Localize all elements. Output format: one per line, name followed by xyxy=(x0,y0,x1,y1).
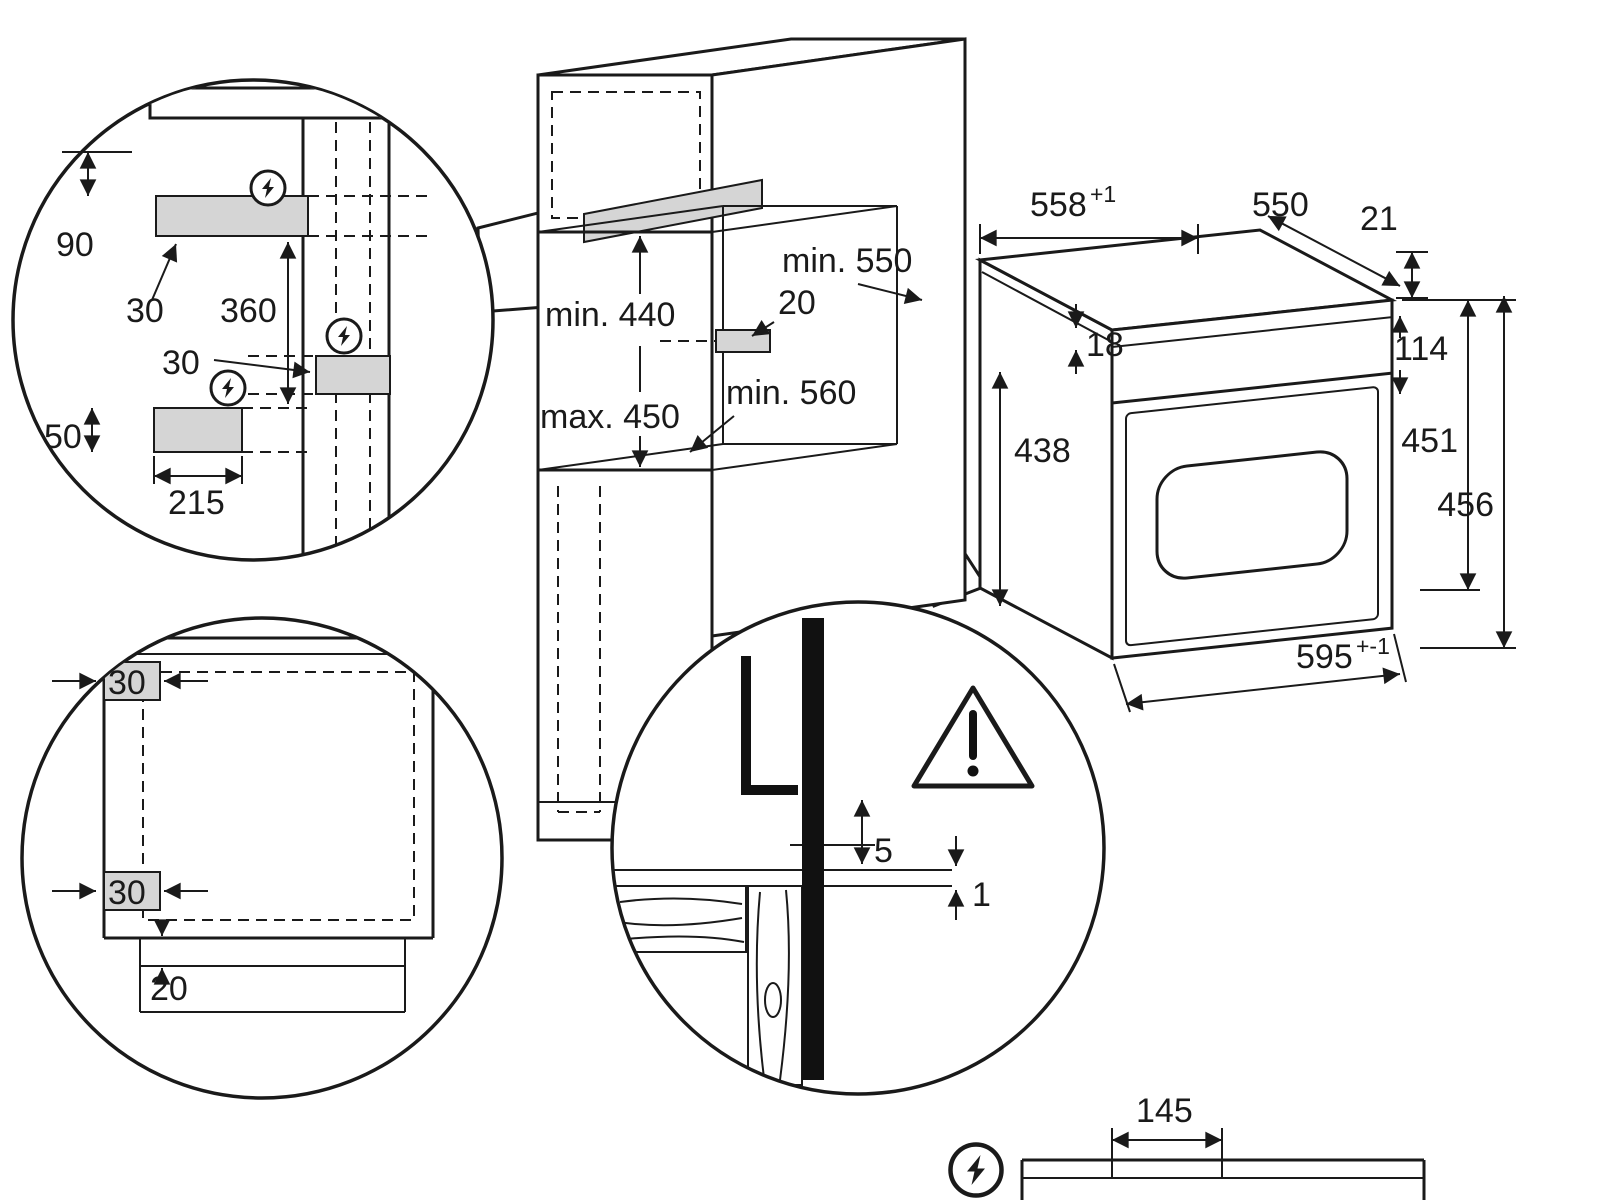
oven-isometric: 558 +1 550 21 18 114 438 451 456 xyxy=(974,181,1516,713)
detail-circle-outline xyxy=(20,616,504,1100)
warning-triangle-icon xyxy=(911,685,1035,789)
detail-wall-section: 90 30 360 30 50 215 xyxy=(11,78,495,562)
dim-114: 114 xyxy=(1394,330,1448,368)
dim-550: 550 xyxy=(1252,186,1309,224)
oven-front-face-group xyxy=(1110,298,1394,660)
niche-rear-strip xyxy=(715,329,771,353)
dim-595-tolerance: +-1 xyxy=(1356,633,1390,659)
niche xyxy=(537,205,898,472)
wood-shelf xyxy=(613,885,747,953)
detail-circle-outline xyxy=(610,600,1106,1096)
oven-frame-edge xyxy=(741,656,798,795)
hidden-cabinet-outline xyxy=(142,671,415,921)
cabinet-side-panel xyxy=(301,81,391,559)
dim-558-tolerance: +1 xyxy=(1090,181,1116,207)
dim-451: 451 xyxy=(1401,422,1458,460)
gap-section-drawing xyxy=(613,618,952,1086)
top-board xyxy=(148,86,437,120)
dim-438: 438 xyxy=(1014,432,1071,470)
dim-20-plan: 20 xyxy=(150,970,188,1008)
detail-plan-view: 30 30 20 xyxy=(20,616,504,1100)
dim-min-550: min. 550 xyxy=(782,242,912,280)
dim-5: 5 xyxy=(874,832,893,870)
spacer-batten-top xyxy=(103,661,161,701)
dim-595: 595 xyxy=(1296,638,1353,676)
plan-view-dimensions: 30 30 20 xyxy=(52,664,208,1008)
dim-30-plan-bottom: 30 xyxy=(108,874,146,912)
dim-145: 145 xyxy=(1136,1092,1193,1130)
detail-gap-section: 5 1 xyxy=(610,600,1106,1096)
cabinet-column: min. 550 20 min. 440 max. 450 min. 560 xyxy=(536,37,967,842)
dim-min-440: min. 440 xyxy=(545,296,675,334)
oven-door-window xyxy=(1155,450,1349,580)
dim-50: 50 xyxy=(44,418,82,456)
detail-circle-outline xyxy=(11,78,495,562)
dim-1: 1 xyxy=(972,876,991,914)
dim-18: 18 xyxy=(1086,326,1124,364)
electrical-zone-2 xyxy=(315,355,391,395)
spacer-batten-bottom xyxy=(103,871,161,911)
lightning-bolt-icon xyxy=(951,1145,1002,1196)
dim-360: 360 xyxy=(220,292,277,330)
dim-30-mid: 30 xyxy=(162,344,200,382)
lightning-bolt-icon xyxy=(325,317,363,355)
dim-215: 215 xyxy=(168,484,225,522)
dim-456: 456 xyxy=(1437,486,1494,524)
oven-door-edge xyxy=(802,618,824,1080)
electrical-zone-1 xyxy=(155,195,309,237)
dim-90: 90 xyxy=(56,226,94,264)
dim-30-top: 30 xyxy=(126,292,164,330)
dim-20-rear: 20 xyxy=(778,284,816,322)
dim-30-plan-top: 30 xyxy=(108,664,146,702)
plan-view-drawing xyxy=(100,636,436,1013)
dim-min-560: min. 560 xyxy=(726,374,856,412)
dim-21: 21 xyxy=(1360,200,1398,238)
oven-door xyxy=(1125,386,1379,647)
oven-dimensions: 558 +1 550 21 18 114 438 451 456 xyxy=(979,181,1516,713)
electrical-zone-3 xyxy=(153,407,243,453)
lightning-bolt-icon xyxy=(209,369,247,407)
wall-section-dimensions: 90 30 360 30 50 215 xyxy=(44,151,311,522)
dim-558: 558 xyxy=(1030,186,1087,224)
plinth-detail: 145 xyxy=(951,1092,1426,1200)
lightning-bolt-icon xyxy=(249,169,287,207)
dim-max-450: max. 450 xyxy=(540,398,680,436)
wood-front-board xyxy=(747,885,803,1086)
oven-front-face xyxy=(1110,298,1394,660)
niche-dimensions: min. 550 20 min. 440 max. 450 min. 560 xyxy=(540,236,923,467)
gap-dimensions: 5 1 xyxy=(853,800,991,920)
